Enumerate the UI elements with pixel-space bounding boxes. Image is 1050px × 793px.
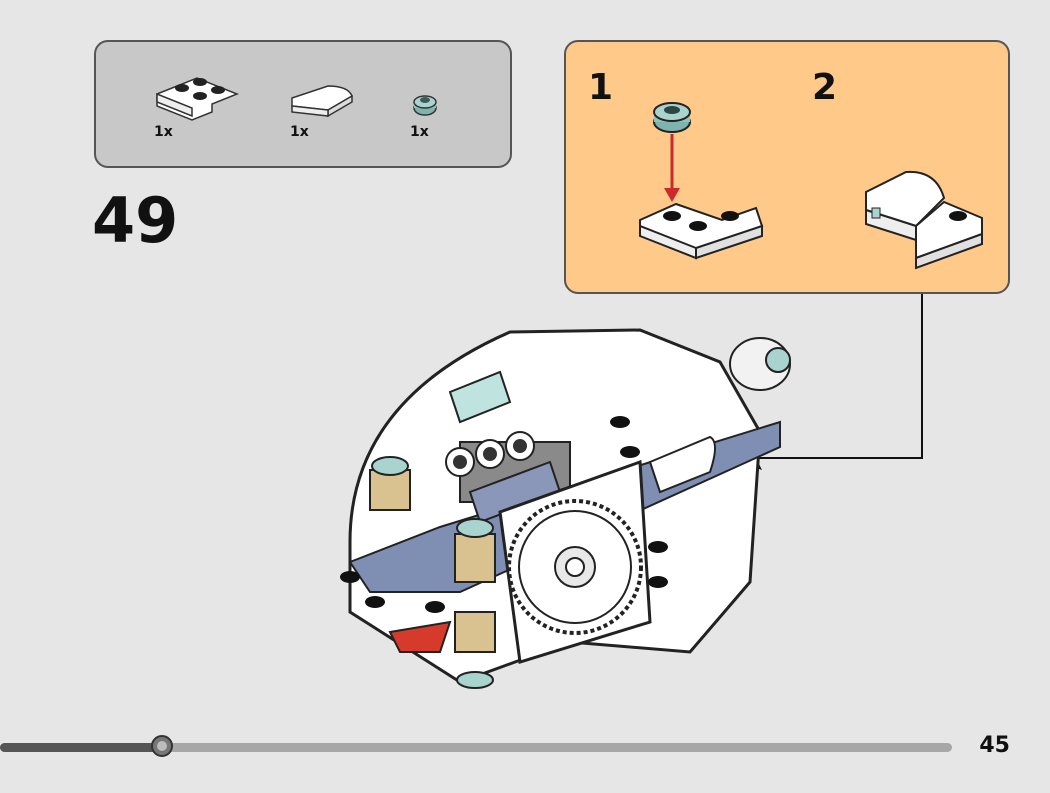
step-number: 49: [92, 184, 179, 257]
white-corner-plate-icon: [639, 202, 764, 260]
page-number: 45: [979, 733, 1010, 758]
tan-clip-icon: [369, 456, 496, 653]
red-arrow-icon: [664, 134, 680, 202]
white-corner-plate-icon: [915, 200, 983, 270]
canopy-window-icon: [448, 370, 512, 424]
part-quantity: 1x: [410, 124, 429, 140]
white-curved-slope-icon: [291, 85, 353, 118]
white-curved-slope-icon: [865, 170, 946, 242]
progress-handle[interactable]: [151, 735, 173, 757]
gear-icon: [507, 499, 643, 635]
transparent-round-plate-icon: [653, 102, 691, 133]
part-quantity: 1x: [290, 124, 309, 140]
stud-row: [340, 416, 668, 613]
sub-step-label-2: 2: [812, 67, 838, 108]
sub-step-label-1: 1: [588, 67, 614, 108]
parts-list-box: 1x 1x 1x: [94, 40, 512, 168]
main-model-illustration: [340, 328, 791, 689]
white-corner-plate-icon: [156, 77, 240, 121]
sub-step-2-diagram: [865, 170, 983, 270]
engine-nozzle-icon: [729, 337, 791, 391]
progress-fill: [0, 743, 162, 752]
sub-step-1-diagram: [639, 102, 764, 260]
sub-assembly-box: 1 2: [564, 40, 1010, 294]
progress-track[interactable]: [0, 743, 952, 752]
part-quantity: 1x: [154, 124, 173, 140]
transparent-light-blue-round-plate-icon: [413, 95, 437, 116]
